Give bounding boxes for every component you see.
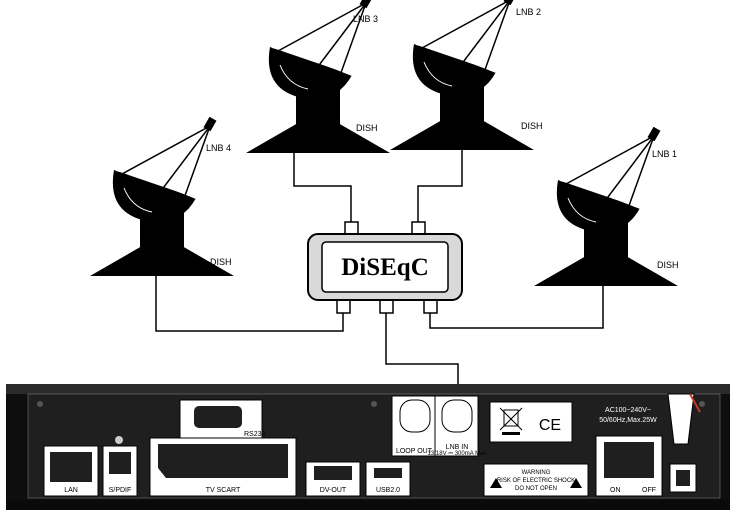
warning-title: WARNING <box>522 470 551 476</box>
dish1-label: DISH <box>657 260 679 270</box>
receiver-rear-panel: LAN S/PDIF RS232 TV SCART DV-OUT USB2.0 … <box>6 384 730 510</box>
ce-mark: CE <box>539 417 561 434</box>
cables <box>155 148 604 440</box>
lnb-in-spec: 13/18V ⎓ 300mA Max <box>428 451 487 457</box>
power-spec-2: 50/60Hz,Max.25W <box>599 417 657 424</box>
lnb4-label: LNB 4 <box>206 143 231 153</box>
dish3-label: DISH <box>356 123 378 133</box>
lnb1-label: LNB 1 <box>652 149 677 159</box>
dvout-label: DV-OUT <box>320 487 347 494</box>
rs232-label: RS232 <box>244 431 266 438</box>
dish-lnb2-icon <box>389 0 535 151</box>
loop-out-label: LOOP OUT <box>396 448 433 455</box>
weee-bin-icon <box>499 407 523 435</box>
lnb2-label: LNB 2 <box>516 7 541 17</box>
warning-text-1: RISK OF ELECTRIC SHOCK <box>497 478 575 484</box>
dish4-label: DISH <box>210 257 232 267</box>
dish2-label: DISH <box>521 121 543 131</box>
off-label: OFF <box>642 487 656 494</box>
scart-label: TV SCART <box>206 487 241 494</box>
diseqc-title: DiSEqC <box>341 254 429 281</box>
power-spec-1: AC100~240V~ <box>605 407 651 414</box>
lan-label: LAN <box>64 487 78 494</box>
usb-label: USB2.0 <box>376 487 400 494</box>
dish-lnb4-icon <box>89 115 235 277</box>
spdif-label: S/PDIF <box>109 487 132 494</box>
on-label: ON <box>610 487 621 494</box>
lnb-in-label: LNB IN <box>446 444 469 451</box>
diseqc-switch: DiSEqC <box>307 221 463 314</box>
warning-text-2: DO NOT OPEN <box>515 486 557 492</box>
lnb3-label: LNB 3 <box>353 14 378 24</box>
